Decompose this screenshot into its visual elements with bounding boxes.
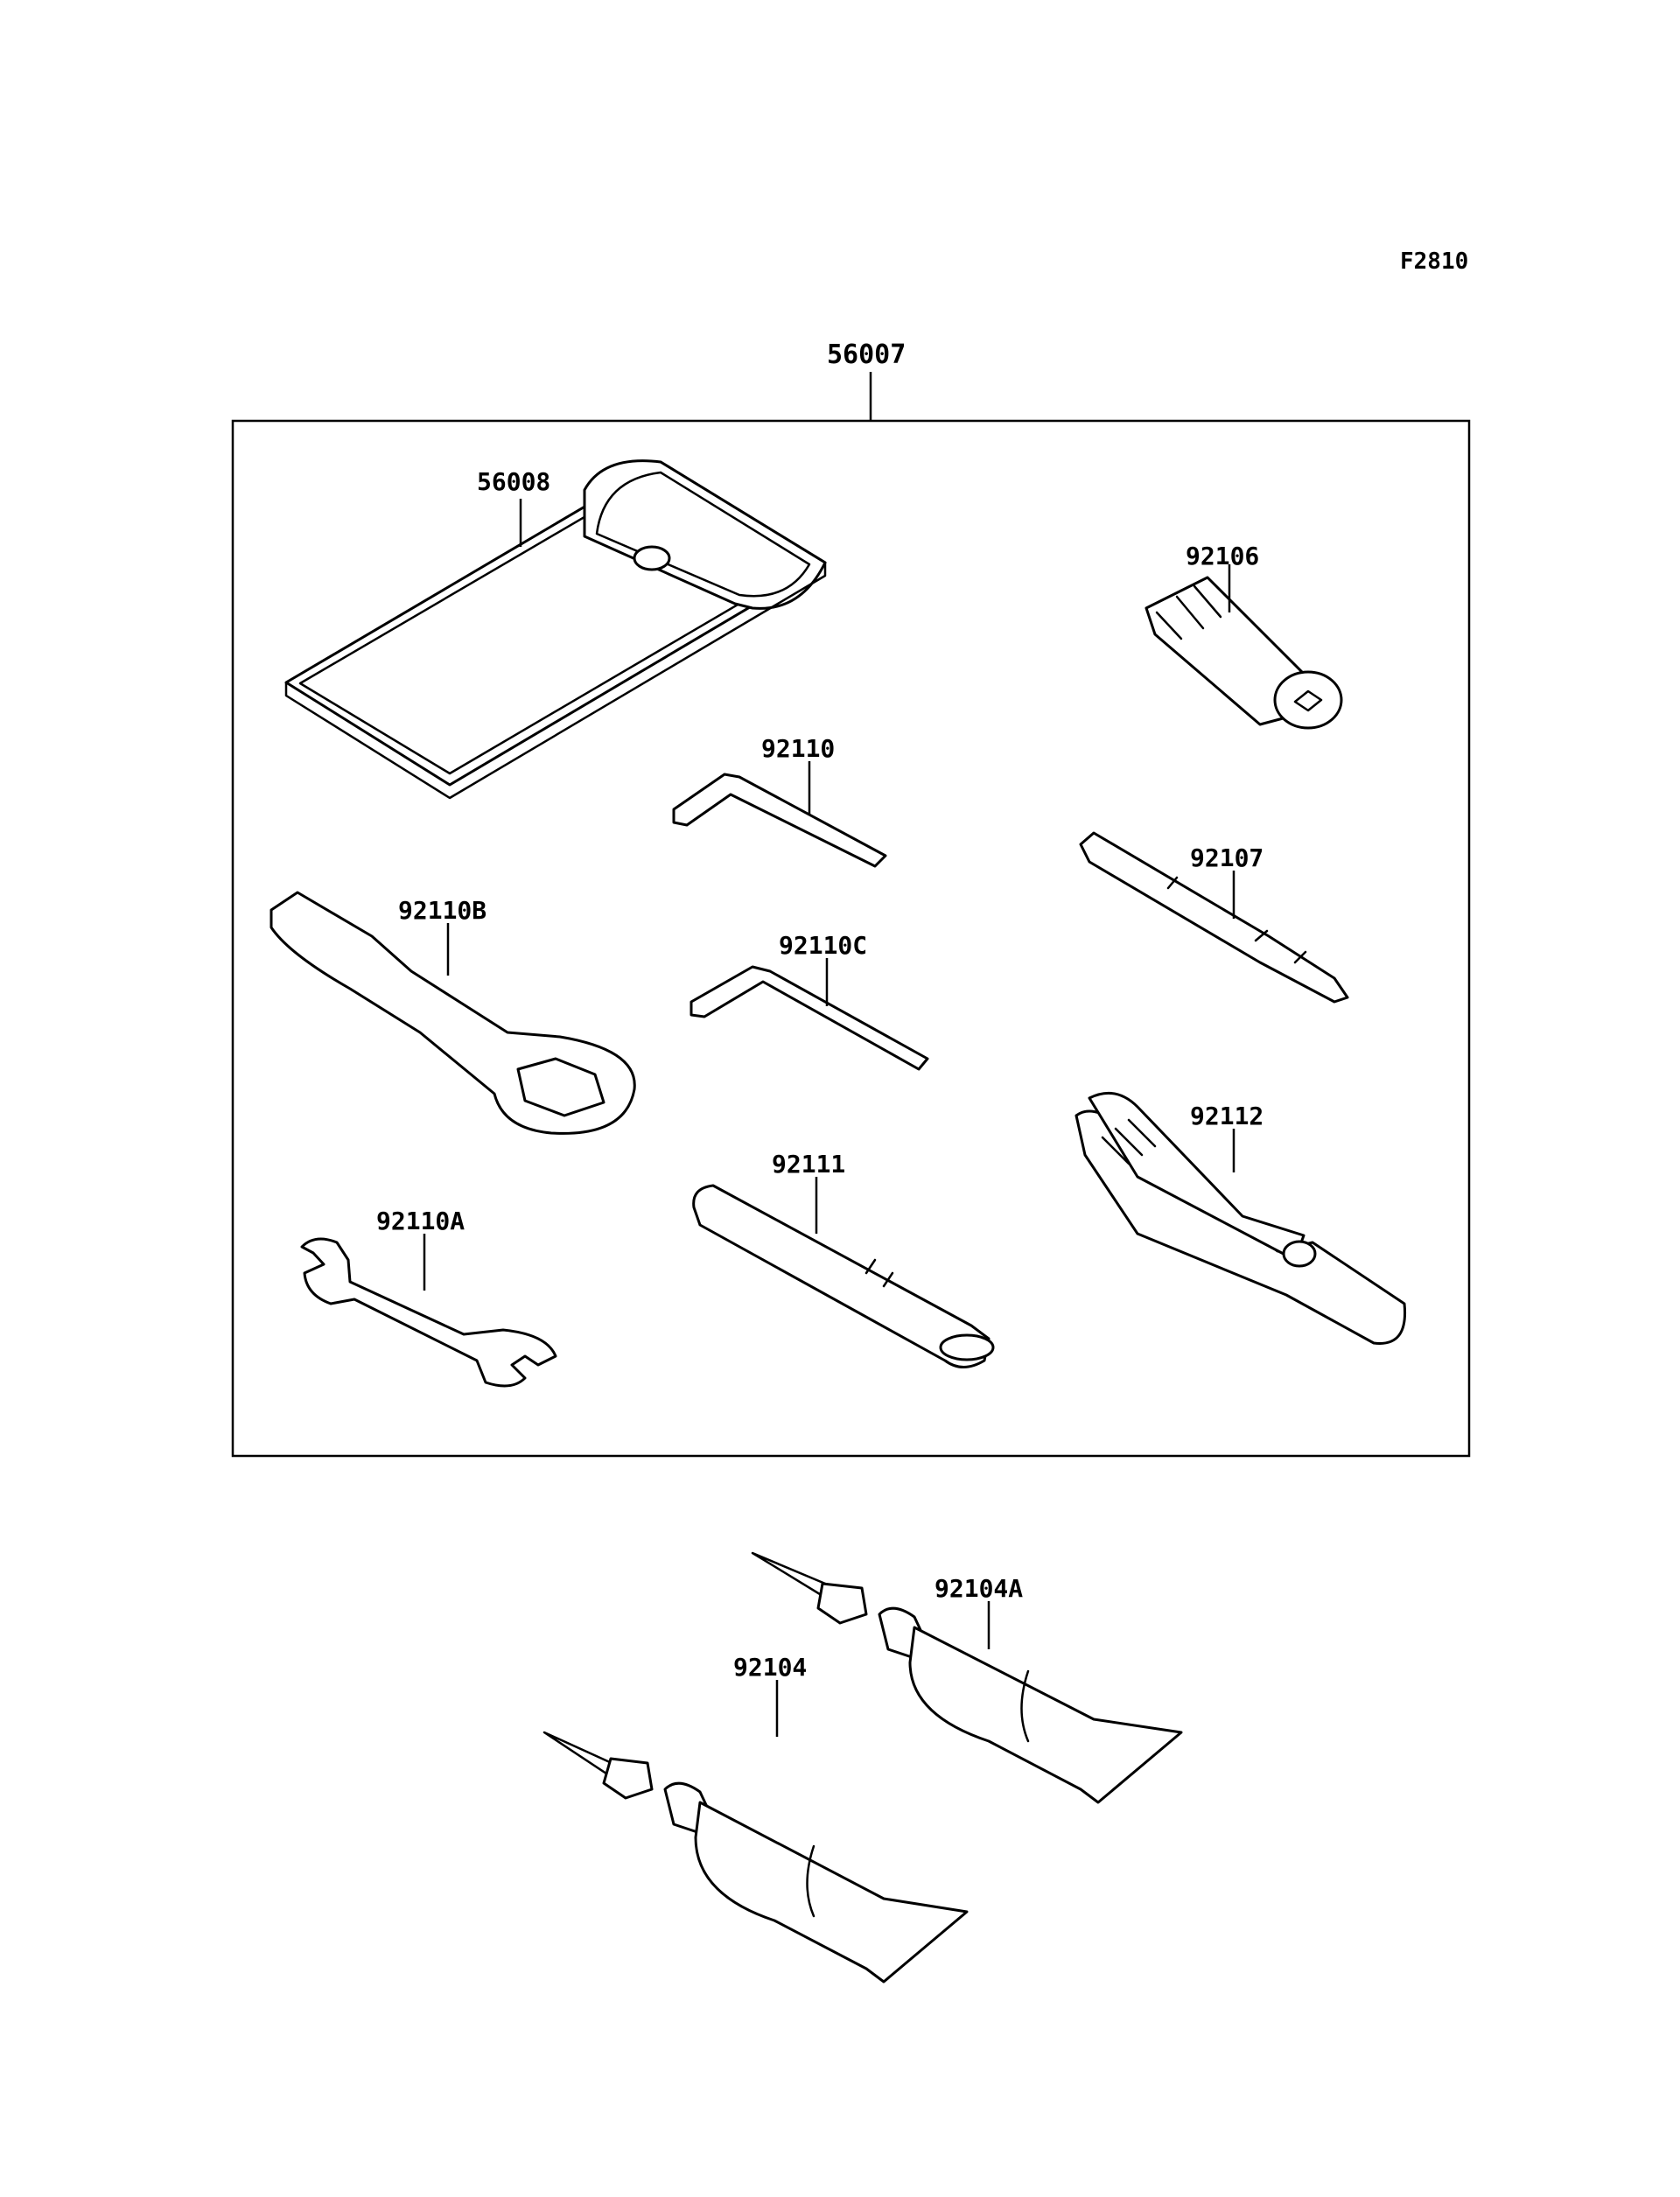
part-label-92110B: 92110B [398, 896, 486, 925]
part-label-56008: 56008 [477, 467, 550, 496]
hex-key-long-icon[interactable] [690, 958, 929, 1071]
spoke-wrench-icon[interactable] [1144, 564, 1343, 730]
part-label-92106: 92106 [1186, 542, 1259, 570]
part-label-92110C: 92110C [779, 931, 867, 960]
grease-tube-icon[interactable] [751, 1551, 1183, 1804]
part-label-92107: 92107 [1190, 843, 1264, 872]
assembly-part-number: 56007 [827, 339, 906, 370]
part-label-92112: 92112 [1190, 1102, 1264, 1130]
part-label-92111: 92111 [772, 1150, 845, 1179]
grease-tube-icon[interactable] [542, 1680, 969, 1984]
figure-code: F2810 [1400, 248, 1468, 275]
part-label-92104A: 92104A [934, 1574, 1023, 1603]
hex-key-icon[interactable] [672, 761, 887, 868]
open-end-wrench-icon[interactable] [300, 1234, 557, 1388]
screwdriver-bit-icon[interactable] [1079, 831, 1349, 1004]
ring-wrench-icon[interactable] [270, 891, 636, 1135]
part-label-92110A: 92110A [376, 1207, 465, 1235]
part-label-92110: 92110 [761, 734, 835, 763]
pliers-icon[interactable] [1074, 1091, 1407, 1345]
tool-pouch-icon[interactable] [284, 459, 827, 800]
part-label-92104: 92104 [733, 1653, 807, 1682]
assembly-frame [231, 419, 1471, 1458]
extension-bar-icon[interactable] [692, 1177, 995, 1368]
